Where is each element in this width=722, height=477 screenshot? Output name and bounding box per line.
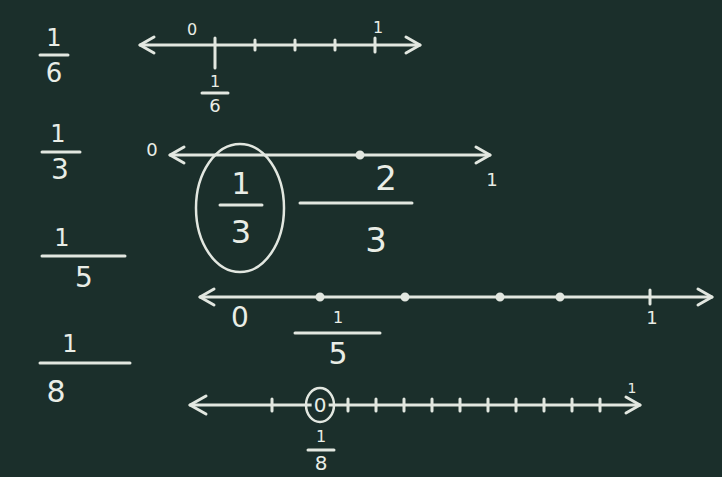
chalk-number: 0	[144, 141, 159, 159]
chalk-number: 1	[331, 310, 345, 326]
chalk-number: 3	[363, 223, 389, 257]
fraction-bar	[42, 151, 80, 154]
chalk-number: 8	[44, 377, 67, 407]
chalk-number: 1	[52, 226, 71, 250]
number-line	[200, 289, 712, 333]
fraction-bar	[40, 54, 68, 57]
chalk-number: 3	[229, 216, 253, 248]
chalk-number: 1	[44, 26, 63, 50]
chalk-number: 8	[313, 453, 330, 473]
chalk-number: 0	[229, 304, 251, 332]
number-line	[190, 388, 640, 450]
chalk-number: 1	[484, 171, 499, 189]
chalk-number: 1	[626, 381, 639, 395]
number-line	[170, 144, 490, 272]
chalk-number: 1	[208, 74, 222, 90]
chalk-number: 0	[185, 22, 199, 38]
chalk-number: 0	[312, 395, 329, 415]
chalk-number: 1	[371, 20, 385, 36]
fraction-bar	[42, 255, 125, 258]
chalk-number: 1	[644, 309, 659, 327]
chalk-number: 1	[60, 332, 79, 356]
number-line	[140, 37, 420, 93]
chalk-number: 1	[48, 122, 67, 146]
chalk-number: 1	[314, 429, 328, 445]
fraction-bar	[40, 362, 130, 365]
chalk-number: 3	[49, 156, 71, 184]
chalk-number: 5	[326, 339, 349, 369]
chalk-number: 6	[207, 97, 222, 115]
chalk-number: 5	[73, 264, 95, 292]
chalk-number: 1	[229, 169, 252, 199]
chalk-number: 6	[44, 60, 65, 86]
chalk-number: 2	[373, 161, 399, 195]
